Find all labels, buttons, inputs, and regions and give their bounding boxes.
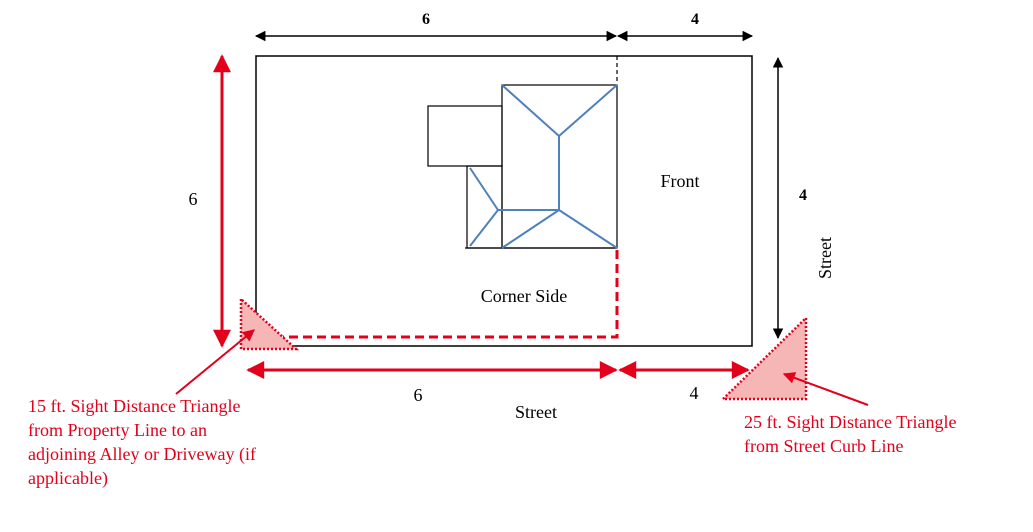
sight-triangle-left [239,296,300,351]
street-label-right: Street [815,237,835,279]
note-left-line: adjoining Alley or Driveway (if [28,444,256,465]
note-left-line: 15 ft. Sight Distance Triangle [28,396,241,416]
front-label: Front [660,171,699,191]
top-dimension-label-right: 4 [691,11,699,28]
street-label-bottom: Street [515,402,557,422]
callout-arrow-left [175,329,255,395]
left-dimension-label: 6 [189,189,198,209]
top-dimension-label-left: 6 [422,11,430,28]
sight-triangle-right [719,315,808,401]
note-left-line: from Property Line to an [28,420,207,440]
right-dimension-label: 4 [799,187,807,204]
note-right-line: from Street Curb Line [744,436,903,456]
note-right: 25 ft. Sight Distance Triangle from Stre… [744,412,957,456]
bottom-dimension-label-left: 6 [414,385,423,405]
note-left-line: applicable) [28,468,108,489]
bottom-dimension-label-right: 4 [690,383,699,403]
callout-arrow-right [782,372,869,406]
corner-side-label: Corner Side [481,286,567,306]
house-footprint [427,84,618,249]
setback-line [283,250,619,339]
note-left: 15 ft. Sight Distance Triangle from Prop… [28,396,256,489]
note-right-line: 25 ft. Sight Distance Triangle [744,412,957,432]
lot-boundary [255,55,753,347]
roof-lines [469,84,618,249]
